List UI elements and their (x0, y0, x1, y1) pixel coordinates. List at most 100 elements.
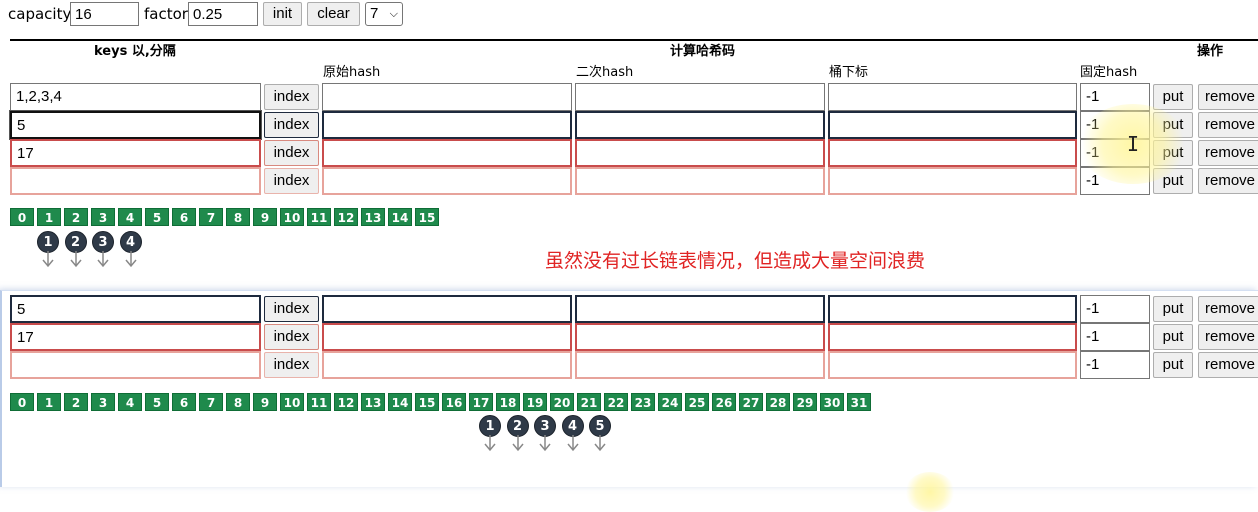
bucket-index-field[interactable] (828, 83, 1077, 111)
bucket-cell: 29 (793, 393, 817, 411)
init-button[interactable]: init (263, 2, 302, 26)
index-button[interactable]: index (264, 112, 319, 138)
fixed-hash-input[interactable]: -1 (1080, 295, 1150, 323)
put-button[interactable]: put (1153, 84, 1193, 110)
put-button[interactable]: put (1153, 168, 1193, 194)
fixed-hash-input[interactable]: -1 (1080, 351, 1150, 379)
remove-button[interactable]: remove (1198, 296, 1258, 322)
raw-hash-field[interactable] (322, 323, 572, 351)
key-input[interactable]: 5 (9, 110, 262, 140)
capacity-label: capacity (8, 5, 72, 23)
text-cursor-icon: I (1127, 132, 1140, 156)
chain-node: 2 (506, 415, 529, 453)
index-button[interactable]: index (264, 324, 319, 350)
second-hash-field[interactable] (575, 111, 825, 139)
key-row: 1,2,3,4 index -1 put remove (0, 83, 1258, 111)
fixed-hash-input[interactable]: -1 (1080, 323, 1150, 351)
remove-button[interactable]: remove (1198, 84, 1258, 110)
raw-hash-field[interactable] (322, 351, 572, 379)
key-input[interactable] (10, 351, 261, 379)
capacity-input[interactable] (70, 2, 139, 26)
bucket-cell: 18 (496, 393, 520, 411)
bucket-cell: 5 (145, 208, 169, 226)
remove-button[interactable]: remove (1198, 168, 1258, 194)
second-hash-field[interactable] (575, 351, 825, 379)
raw-hash-field[interactable] (322, 295, 572, 323)
index-button[interactable]: index (264, 352, 319, 378)
bucket-cell: 24 (658, 393, 682, 411)
bucket-cell: 14 (388, 393, 412, 411)
key-input[interactable]: 17 (10, 323, 261, 351)
bucket-cell: 1 (37, 208, 61, 226)
second-hash-field[interactable] (575, 323, 825, 351)
bucket-cell: 10 (280, 393, 304, 411)
clear-button[interactable]: clear (307, 2, 360, 26)
raw-hash-field[interactable] (322, 83, 572, 111)
key-input[interactable]: 5 (10, 295, 261, 323)
bucket-cell: 14 (388, 208, 412, 226)
remove-button[interactable]: remove (1198, 112, 1258, 138)
put-button[interactable]: put (1153, 296, 1193, 322)
chain-node: 4 (119, 231, 142, 269)
raw-hash-field[interactable] (322, 111, 572, 139)
bucket-index-field[interactable] (828, 351, 1077, 379)
chain-node: 3 (534, 415, 556, 453)
index-button[interactable]: index (264, 84, 319, 110)
raw-hash-field[interactable] (322, 139, 572, 167)
key-input[interactable] (10, 167, 261, 195)
factor-input[interactable] (188, 2, 258, 26)
index-button[interactable]: index (264, 296, 319, 322)
second-hash-field[interactable] (575, 167, 825, 195)
put-button[interactable]: put (1153, 324, 1193, 350)
key-input[interactable]: 17 (10, 139, 261, 167)
bucket-cell: 31 (847, 393, 871, 411)
node-label: 2 (506, 415, 529, 437)
index-button[interactable]: index (264, 168, 319, 194)
count-select[interactable]: 7 ⌵ (365, 2, 403, 26)
remove-button[interactable]: remove (1198, 140, 1258, 166)
bucket-cell: 15 (415, 393, 439, 411)
key-row: index -1 put remove (0, 167, 1258, 195)
remove-button[interactable]: remove (1198, 352, 1258, 378)
key-row: 17 index -1 put remove (0, 139, 1258, 167)
bucket-index-field[interactable] (828, 111, 1077, 139)
second-hash-field[interactable] (575, 295, 825, 323)
key-input[interactable]: 1,2,3,4 (10, 83, 261, 111)
bucket-index-field[interactable] (828, 295, 1077, 323)
bucket-cell: 3 (91, 208, 115, 226)
bucket-cell: 26 (712, 393, 736, 411)
chain-node: 5 (589, 415, 611, 453)
remove-button[interactable]: remove (1198, 324, 1258, 350)
compute-header: 计算哈希码 (670, 44, 736, 59)
notice-text: 虽然没有过长链表情况，但造成大量空间浪费 (545, 250, 926, 272)
bucket-cell: 16 (442, 393, 466, 411)
node-label: 1 (37, 231, 59, 253)
chain-node: 1 (37, 231, 59, 269)
cursor-highlight (1078, 104, 1188, 184)
bucket-cell: 10 (280, 208, 304, 226)
bucket-cell: 11 (307, 393, 331, 411)
node-label: 5 (589, 415, 611, 437)
bucket-index-field[interactable] (828, 323, 1077, 351)
bucket-cell: 17 (469, 393, 493, 411)
bucket-cell: 7 (199, 393, 223, 411)
bucket-cell: 8 (226, 393, 250, 411)
bucket-index-field[interactable] (828, 139, 1077, 167)
second-hash-field[interactable] (575, 139, 825, 167)
raw-hash-header: 原始hash (323, 65, 381, 80)
bucket-cell: 13 (361, 208, 385, 226)
bucket-cell: 4 (118, 208, 142, 226)
bucket-cell: 4 (118, 393, 142, 411)
bucket-index-field[interactable] (828, 167, 1077, 195)
bucket-cell: 28 (766, 393, 790, 411)
raw-hash-field[interactable] (322, 167, 572, 195)
bucket-cell: 12 (334, 208, 358, 226)
index-button[interactable]: index (264, 140, 319, 166)
bucket-cell: 1 (37, 393, 61, 411)
bucket-cell: 9 (253, 208, 277, 226)
put-button[interactable]: put (1153, 352, 1193, 378)
node-label: 1 (479, 415, 501, 437)
second-hash-field[interactable] (575, 83, 825, 111)
